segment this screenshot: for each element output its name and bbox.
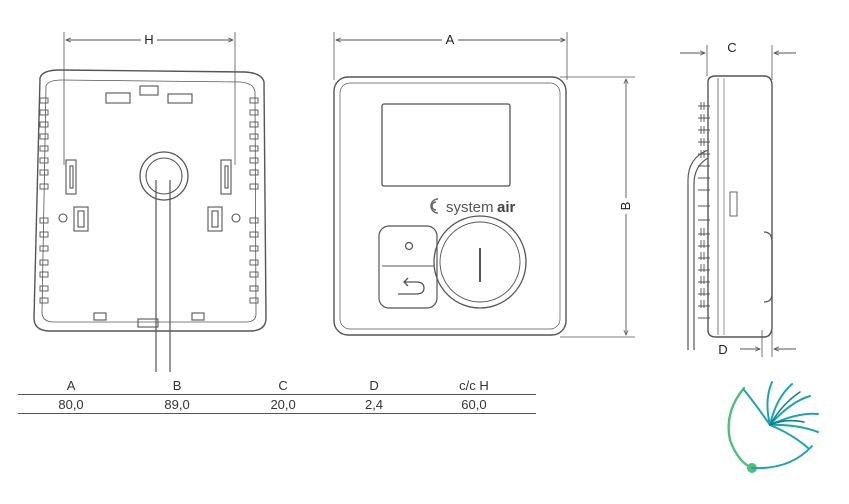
dimension-d: D <box>718 330 796 357</box>
thermostat-front-view: A B system air <box>333 32 635 338</box>
vent-slots-left <box>39 97 49 304</box>
dimension-letter-d: D <box>718 342 727 357</box>
dimension-a: A <box>333 32 568 80</box>
column-header: A <box>18 376 125 395</box>
return-arrow-icon <box>398 277 425 295</box>
table-cell: 89,0 <box>124 394 231 414</box>
table-cell: 80,0 <box>18 394 125 414</box>
vent-slots-right <box>249 97 259 304</box>
table-cell: 2,4 <box>336 394 412 414</box>
table-cell: 20,0 <box>230 394 337 414</box>
dimension-letter-a: A <box>446 32 455 47</box>
dimension-h: H <box>63 32 236 165</box>
dimension-letter-b: B <box>618 202 633 211</box>
dimension-table: A B C D c/c H 80,0 89,0 20,0 2,4 60,0 <box>18 376 536 414</box>
dimension-c: C <box>680 40 796 80</box>
column-header: D <box>336 376 412 395</box>
dimension-b: B <box>560 76 635 338</box>
column-header: c/c H <box>411 376 536 395</box>
mode-button[interactable] <box>398 277 425 295</box>
thermostat-back-view: H <box>33 32 267 372</box>
systemair-swirl-icon <box>430 198 439 214</box>
brand-prefix: system <box>446 199 494 216</box>
column-header: C <box>230 376 337 395</box>
dimension-letter-h: H <box>144 32 153 47</box>
manual-button[interactable] <box>404 241 414 251</box>
table-header-row: A B C D c/c H <box>18 376 536 395</box>
circle-icon <box>404 241 414 251</box>
thermostat-side-view: C D <box>680 40 796 357</box>
brand-suffix: air <box>497 199 516 216</box>
table-cell: 60,0 <box>411 394 536 414</box>
column-header: B <box>124 376 231 395</box>
dandelion-seed-logo <box>727 381 819 473</box>
dial-knob-icon[interactable] <box>433 215 527 309</box>
dimension-letter-c: C <box>727 40 736 55</box>
table-row: 80,0 89,0 20,0 2,4 60,0 <box>18 394 536 414</box>
